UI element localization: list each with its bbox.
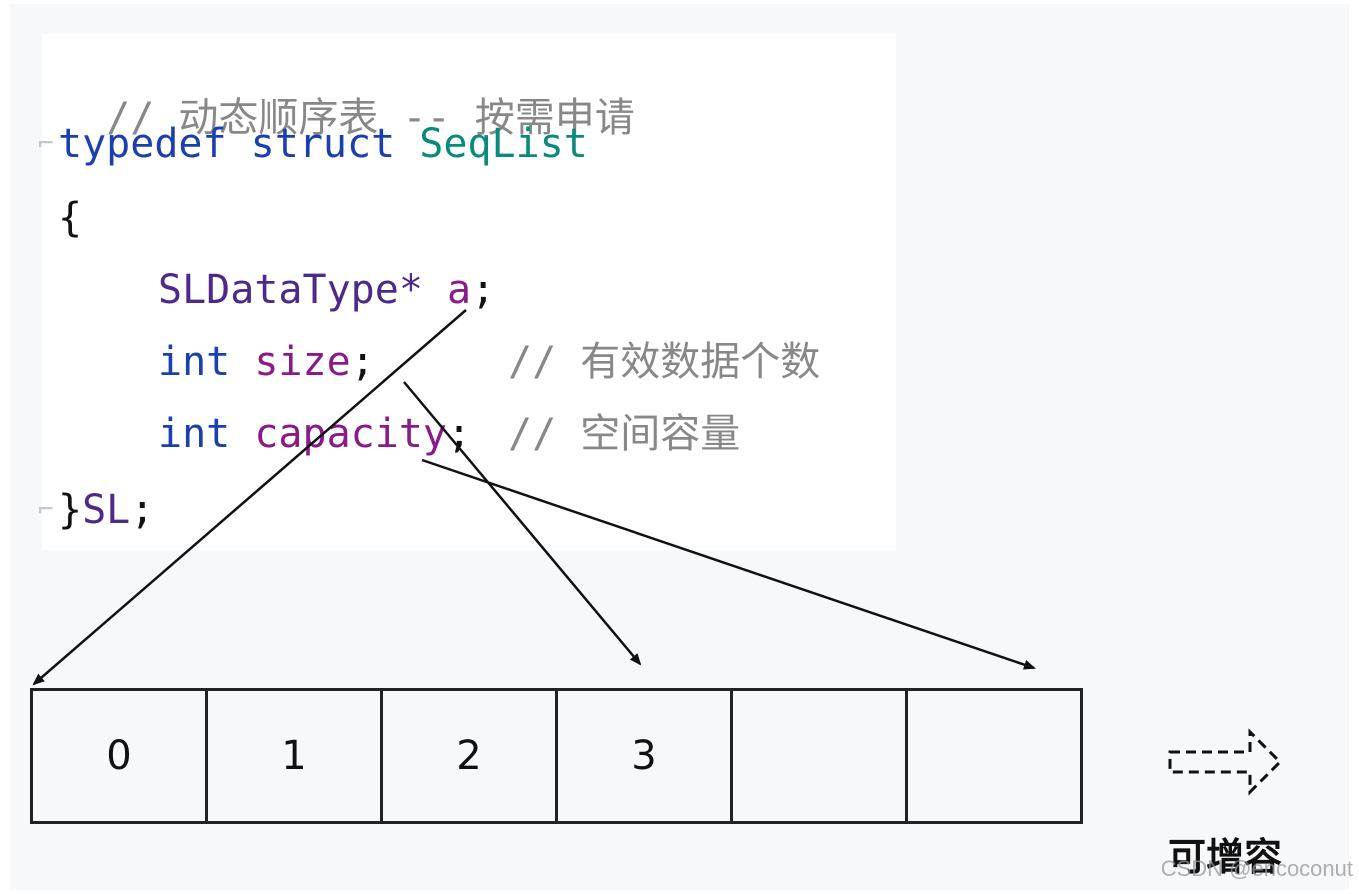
typedef-alias: SL <box>82 487 131 533</box>
field-a-semicolon: ; <box>471 267 496 313</box>
expand-label: 可增容 <box>1168 835 1283 879</box>
comment-title: // 动态顺序表 -- 按需申请 <box>106 95 635 141</box>
code-open-brace-line: { <box>58 194 82 242</box>
array-cell-1: 1 <box>205 688 383 824</box>
fold-marker-close: ⌐ <box>38 495 54 525</box>
code-field-a-line: SLDataType* a; <box>158 266 495 314</box>
field-capacity-comment: // 空间容量 <box>508 411 741 457</box>
code-field-capacity-line: int capacity; <box>158 410 471 458</box>
field-capacity-type: int <box>158 411 231 457</box>
fold-marker-open: ⌐ <box>38 129 54 159</box>
field-capacity-comment-wrap: // 空间容量 <box>508 410 740 458</box>
keyword-typedef: typedef <box>58 121 227 167</box>
array-block: 0 1 2 3 <box>30 688 1083 824</box>
code-comment-line: // 动态顺序表 -- 按需申请 <box>58 46 635 142</box>
field-a-type: SLDataType* <box>158 267 423 313</box>
array-cell-4 <box>730 688 908 824</box>
array-cell-5 <box>905 688 1083 824</box>
field-size-comment: // 有效数据个数 <box>508 339 821 385</box>
field-capacity-name: capacity <box>254 411 447 457</box>
code-field-size-line: int size; <box>158 338 375 386</box>
close-semicolon: ; <box>130 487 155 533</box>
keyword-struct: struct <box>250 121 396 167</box>
code-close-line: }SL; <box>58 486 154 534</box>
field-size-comment-wrap: // 有效数据个数 <box>508 338 820 386</box>
watermark: CSDN @encoconut <box>1160 856 1353 881</box>
code-typedef-line: typedef struct SeqList <box>58 120 588 168</box>
field-size-name: size <box>254 339 351 385</box>
field-capacity-semicolon: ; <box>447 411 472 457</box>
array-cell-2: 2 <box>380 688 558 824</box>
array-cell-0: 0 <box>30 688 208 824</box>
field-a-name: a <box>447 267 472 313</box>
struct-name: SeqList <box>419 121 588 167</box>
array-cell-3: 3 <box>555 688 733 824</box>
field-size-semicolon: ; <box>350 339 375 385</box>
open-brace: { <box>58 195 83 241</box>
close-brace: } <box>58 487 83 533</box>
field-size-type: int <box>158 339 231 385</box>
